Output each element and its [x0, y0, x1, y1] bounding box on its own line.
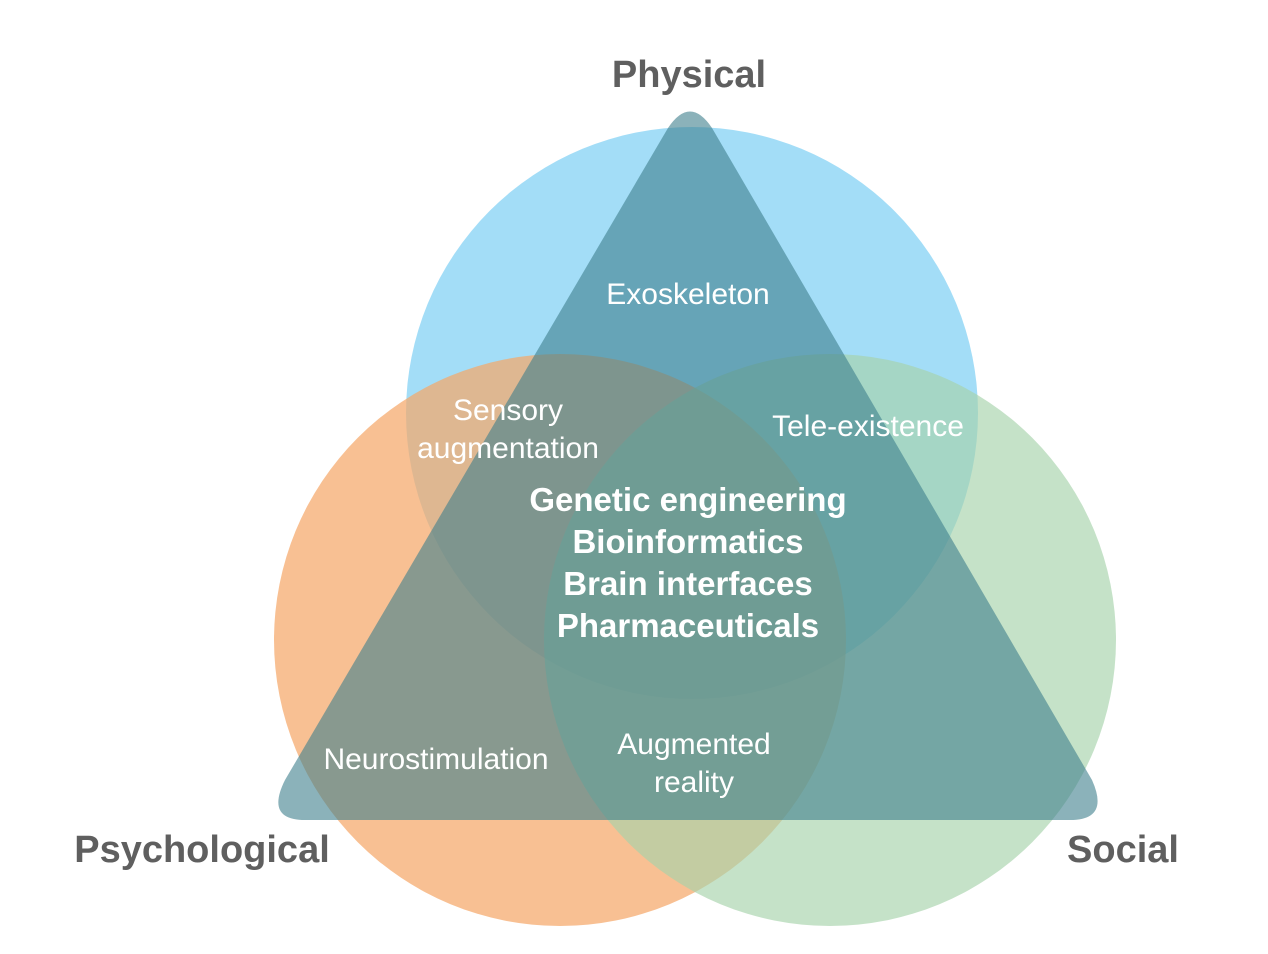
psychological-label: Psychological [74, 829, 330, 871]
social-label: Social [1067, 829, 1179, 871]
tele-existence-label: Tele-existence [772, 410, 964, 443]
augmented-reality-label-line1: Augmented [617, 728, 770, 761]
physical-label: Physical [612, 54, 766, 96]
exoskeleton-label: Exoskeleton [606, 278, 769, 311]
core-label-bioinformatics: Bioinformatics [572, 523, 803, 560]
overlay-triangle [278, 111, 1098, 820]
sensory-augmentation-label-line2: augmentation [417, 432, 599, 465]
sensory-augmentation-label-line1: Sensory [453, 394, 563, 427]
core-label-genetic-engineering: Genetic engineering [529, 481, 846, 518]
core-label-pharmaceuticals: Pharmaceuticals [557, 607, 819, 644]
core-label-brain-interfaces: Brain interfaces [563, 565, 812, 602]
neurostimulation-label: Neurostimulation [323, 743, 548, 776]
augmented-reality-label-line2: reality [654, 766, 734, 799]
